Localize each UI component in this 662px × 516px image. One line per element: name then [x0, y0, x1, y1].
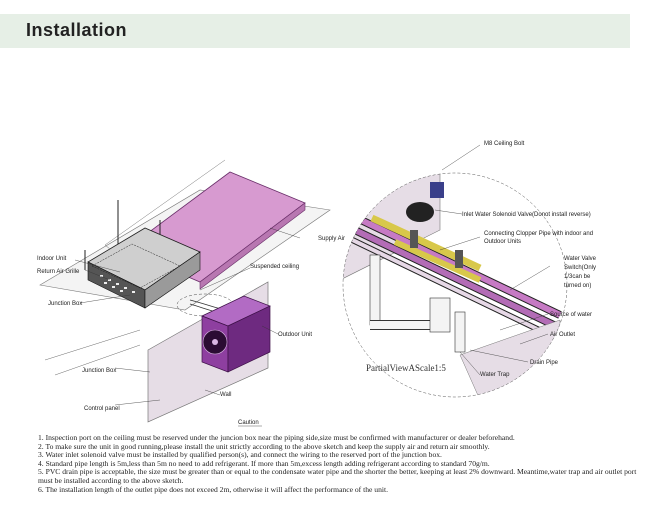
label-indoor-unit: Indoor Unit	[37, 256, 67, 262]
note-item: 4. Standard pipe length is 5m,less than …	[38, 458, 490, 468]
label-caution: Caution	[238, 420, 259, 426]
label-connecting-pipe-line2: Outdoor Units	[484, 239, 521, 245]
label-outdoor-unit: Outdoor Unit	[278, 332, 312, 338]
solenoid-valve	[406, 202, 434, 222]
label-drain-pipe: Drain Pipe	[530, 360, 559, 366]
label-water-valve-line1: Water Valve	[564, 256, 597, 262]
label-m8-ceiling-bolt: M8 Ceiling Bolt	[484, 141, 525, 147]
label-water-valve-line3: 1/3can be	[564, 274, 591, 280]
label-partial-view: PartialViewAScale1:5	[366, 363, 446, 373]
label-wall: Wall	[220, 392, 231, 398]
note-item: 6. The installation length of the outlet…	[38, 484, 388, 494]
note-item: 2. To make sure the unit in good running…	[38, 441, 490, 451]
label-water-trap: Water Trap	[480, 372, 510, 378]
label-junction-box-bottom: Junction Box	[82, 368, 116, 374]
section-header: Installation	[0, 14, 630, 48]
label-inlet-water-valve: Inlet Water Solenoid Valve(Donot install…	[462, 212, 591, 218]
label-suspended-ceiling: Suspended ceiling	[250, 264, 299, 270]
label-water-valve-line4: turned on)	[564, 283, 591, 289]
label-water-valve-line2: Switch(Only	[564, 265, 596, 271]
label-source-of-water: Source of water	[550, 312, 592, 318]
note-item: 1. Inspection port on the ceiling must b…	[38, 433, 515, 442]
label-supply-air: Supply Air	[318, 236, 345, 242]
note-item: 3. Water inlet solenoid valve must be in…	[38, 450, 442, 460]
label-junction-box-top: Junction Box	[48, 301, 82, 307]
note-item: 5. PVC drain pipe is acceptable, the siz…	[38, 467, 637, 485]
label-connecting-pipe-line1: Connecting Clopper Pipe with indoor and	[484, 231, 593, 237]
supply-air-duct-edge	[199, 202, 306, 290]
return-air-grille	[91, 243, 181, 289]
installation-diagram: Indoor Unit Return Air Grille Junction B…	[37, 141, 597, 427]
installation-notes: 1. Inspection port on the ceiling must b…	[38, 433, 648, 494]
label-air-outlet: Air Outlet	[550, 332, 575, 338]
label-control-panel: Control panel	[84, 406, 120, 412]
page-title: Installation	[26, 20, 128, 40]
label-return-air-grille: Return Air Grille	[37, 269, 80, 275]
